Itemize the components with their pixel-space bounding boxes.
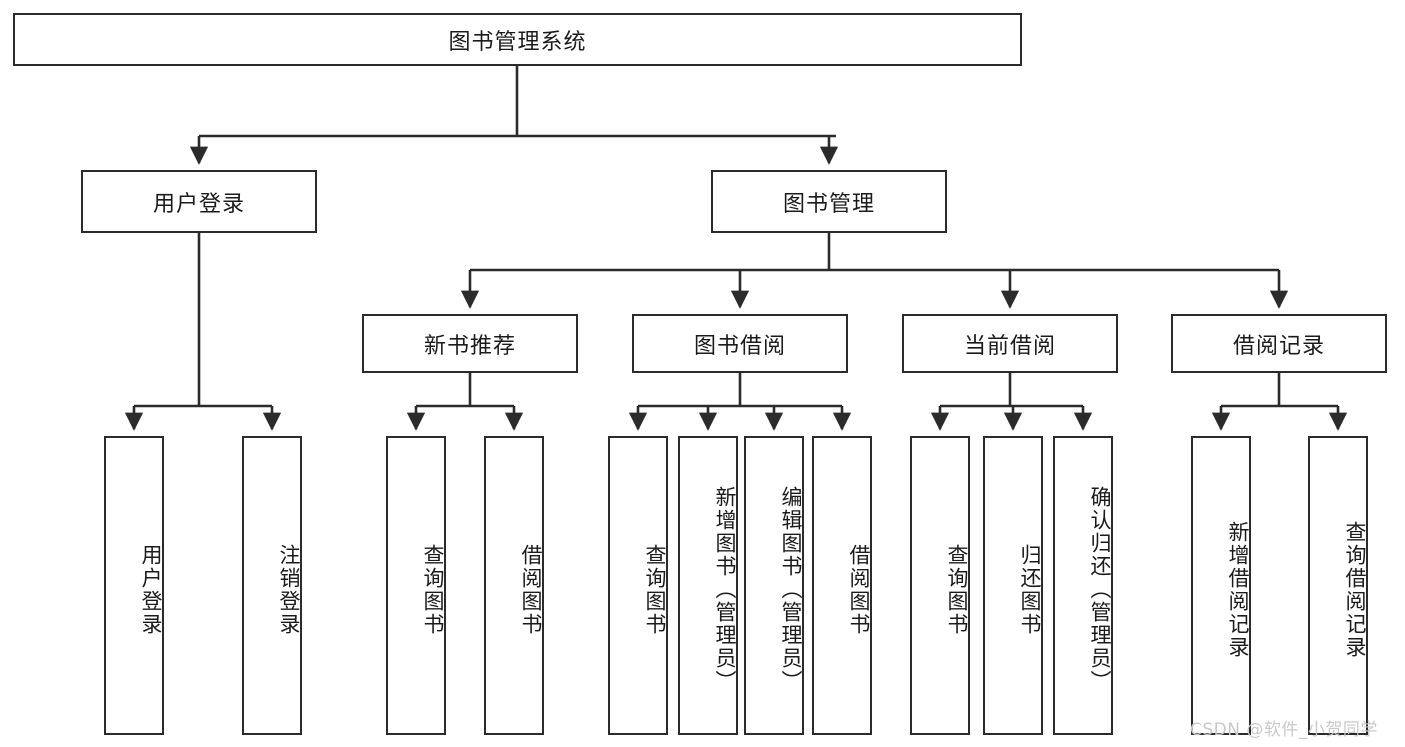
node-leaf-add-record[interactable]: 新增借阅记录 xyxy=(1191,436,1251,735)
node-leaf-logout-label: 注销登录 xyxy=(277,543,301,636)
node-leaf-add-book-label: 新增图书（管理员） xyxy=(713,486,737,693)
node-leaf-confirm-return[interactable]: 确认归还（管理员） xyxy=(1053,436,1113,735)
node-leaf-query-book-3-label: 查询图书 xyxy=(945,543,969,636)
node-leaf-logout[interactable]: 注销登录 xyxy=(242,436,302,735)
node-leaf-user-login-label: 用户登录 xyxy=(139,543,163,636)
node-leaf-borrow-book-1[interactable]: 借阅图书 xyxy=(484,436,544,735)
node-leaf-return-book[interactable]: 归还图书 xyxy=(983,436,1043,735)
node-leaf-query-book-3[interactable]: 查询图书 xyxy=(910,436,970,735)
node-leaf-query-record-label: 查询借阅记录 xyxy=(1343,520,1367,659)
node-leaf-query-book-1-label: 查询图书 xyxy=(421,543,445,636)
node-borrow-record-label: 借阅记录 xyxy=(1232,333,1325,359)
node-leaf-edit-book[interactable]: 编辑图书（管理员） xyxy=(744,436,804,735)
node-leaf-query-record[interactable]: 查询借阅记录 xyxy=(1308,436,1368,735)
node-leaf-borrow-book-2-label: 借阅图书 xyxy=(847,543,871,636)
node-leaf-query-book-2[interactable]: 查询图书 xyxy=(608,436,668,735)
node-leaf-query-book-1[interactable]: 查询图书 xyxy=(386,436,446,735)
node-book-borrow-label: 图书借阅 xyxy=(693,333,786,359)
node-leaf-add-book[interactable]: 新增图书（管理员） xyxy=(678,436,738,735)
node-leaf-borrow-book-2[interactable]: 借阅图书 xyxy=(812,436,872,735)
node-leaf-return-book-label: 归还图书 xyxy=(1018,543,1042,636)
node-user-login[interactable]: 用户登录 xyxy=(81,170,317,233)
node-root-label: 图书管理系统 xyxy=(448,29,587,55)
node-current-borrow[interactable]: 当前借阅 xyxy=(902,314,1118,373)
node-leaf-user-login[interactable]: 用户登录 xyxy=(104,436,164,735)
node-current-borrow-label: 当前借阅 xyxy=(963,333,1056,359)
node-leaf-confirm-return-label: 确认归还（管理员） xyxy=(1088,486,1112,693)
node-leaf-add-record-label: 新增借阅记录 xyxy=(1226,520,1250,659)
node-book-borrow[interactable]: 图书借阅 xyxy=(632,314,848,373)
node-book-manage[interactable]: 图书管理 xyxy=(711,170,947,233)
node-new-book-recommend[interactable]: 新书推荐 xyxy=(362,314,578,373)
node-new-book-recommend-label: 新书推荐 xyxy=(423,333,516,359)
node-borrow-record[interactable]: 借阅记录 xyxy=(1171,314,1387,373)
node-user-login-label: 用户登录 xyxy=(152,191,245,217)
node-leaf-borrow-book-1-label: 借阅图书 xyxy=(519,543,543,636)
node-root[interactable]: 图书管理系统 xyxy=(13,13,1022,66)
node-book-manage-label: 图书管理 xyxy=(782,191,875,217)
node-leaf-query-book-2-label: 查询图书 xyxy=(643,543,667,636)
node-leaf-edit-book-label: 编辑图书（管理员） xyxy=(779,486,803,693)
